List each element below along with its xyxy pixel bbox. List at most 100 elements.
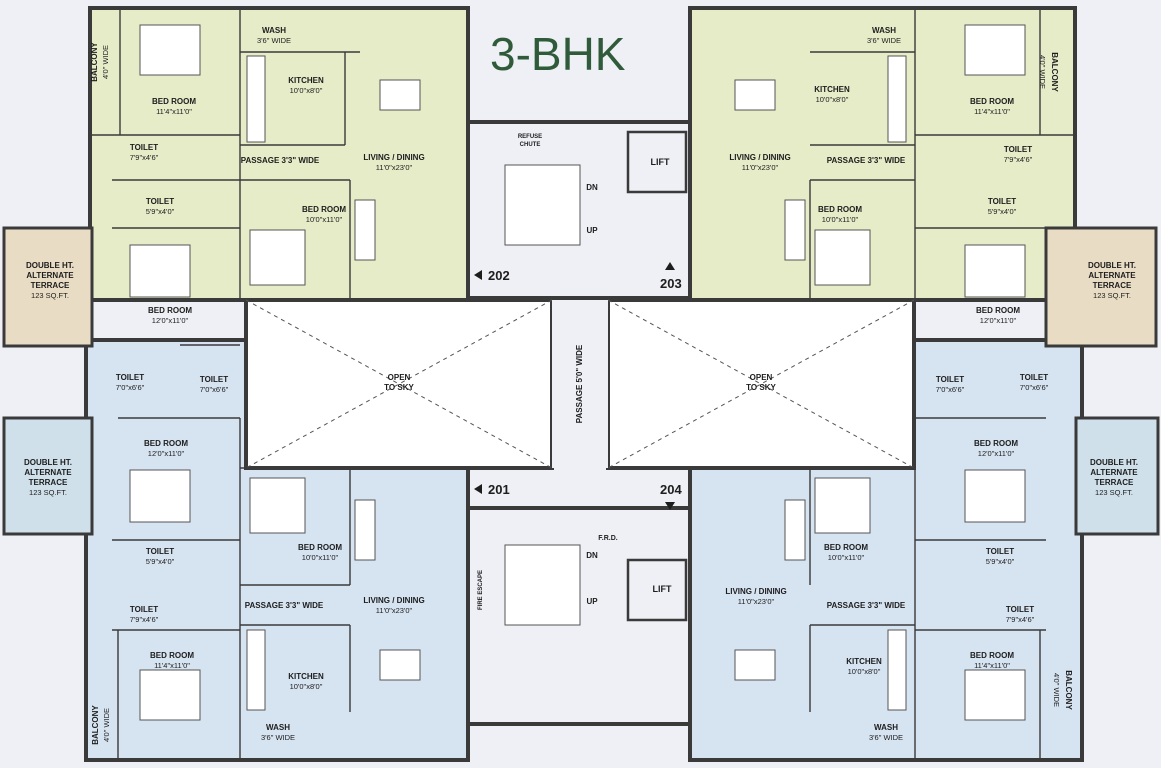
ll-terrace-1: DOUBLE HT. bbox=[24, 458, 72, 467]
fire-escape-label: FIRE ESCAPE bbox=[478, 570, 484, 610]
unit-202-label: 202 bbox=[488, 268, 510, 283]
ul-bed-1: BED ROOM bbox=[152, 97, 196, 106]
ll-bed-1: BED ROOM bbox=[144, 439, 188, 448]
ll-bed-1-dim: 12'0"x11'0" bbox=[148, 449, 185, 458]
ur-bed-3-dim: 12'0"x11'0" bbox=[980, 316, 1017, 325]
terrace-upper-right bbox=[1044, 226, 1158, 348]
ur-toilet-4-dim: 7'0"x6'6" bbox=[936, 385, 965, 394]
ul-wash-dim: 3'6" WIDE bbox=[257, 36, 291, 45]
lr-terrace-2: ALTERNATE bbox=[1090, 468, 1138, 477]
ur-bed-2: BED ROOM bbox=[818, 205, 862, 214]
ul-toilet-3: TOILET bbox=[116, 373, 144, 382]
ur-bed-1-dim: 11'4"x11'0" bbox=[974, 107, 1010, 116]
lr-kitchen-dim: 10'0"x8'0" bbox=[848, 667, 881, 676]
central-passage-label: PASSAGE 5'0" WIDE bbox=[575, 344, 584, 423]
ur-terrace-dim: 123 SQ.FT. bbox=[1093, 291, 1131, 300]
lr-kitchen: KITCHEN bbox=[846, 657, 882, 666]
walls-upper-left bbox=[90, 8, 360, 346]
open-to-sky-left-label-1: OPEN bbox=[388, 373, 411, 382]
ur-toilet-2-dim: 5'9"x4'0" bbox=[988, 207, 1017, 216]
ul-bed-2-dim: 10'0"x11'0" bbox=[306, 215, 343, 224]
ur-living: LIVING / DINING bbox=[729, 153, 790, 162]
ul-living: LIVING / DINING bbox=[363, 153, 424, 162]
plan-title: 3-BHK bbox=[490, 28, 626, 80]
stair-lower-up: UP bbox=[586, 597, 598, 606]
refuse-chute-label-2: CHUTE bbox=[520, 142, 541, 148]
terrace-upper-left bbox=[2, 226, 94, 348]
lr-toilet-2: TOILET bbox=[1006, 605, 1034, 614]
ul-toilet-1-dim: 7'9"x4'6" bbox=[130, 153, 159, 162]
ll-toilet-2-dim: 7'9"x4'6" bbox=[130, 615, 159, 624]
ur-toilet-3: TOILET bbox=[1020, 373, 1048, 382]
ur-kitchen: KITCHEN bbox=[814, 85, 850, 94]
ur-bed-1: BED ROOM bbox=[970, 97, 1014, 106]
lr-living: LIVING / DINING bbox=[725, 587, 786, 596]
ul-wash: WASH bbox=[262, 26, 286, 35]
lr-bed-2-dim: 10'0"x11'0" bbox=[828, 553, 865, 562]
ul-passage: PASSAGE 3'3" WIDE bbox=[241, 156, 320, 165]
ul-terrace-3: TERRACE bbox=[31, 281, 70, 290]
walls-lower-right bbox=[809, 417, 1046, 760]
ul-terrace-2: ALTERNATE bbox=[26, 271, 74, 280]
lr-terrace-3: TERRACE bbox=[1095, 478, 1134, 487]
terrace-lower-right bbox=[1074, 416, 1160, 536]
ur-toilet-1-dim: 7'9"x4'6" bbox=[1004, 155, 1033, 164]
ur-toilet-2: TOILET bbox=[988, 197, 1016, 206]
lr-toilet-1: TOILET bbox=[986, 547, 1014, 556]
ll-wash: WASH bbox=[266, 723, 290, 732]
lr-balcony-dim: 4'0" WIDE bbox=[1052, 673, 1061, 707]
walls-lower-left bbox=[112, 417, 351, 760]
lr-bed-1: BED ROOM bbox=[974, 439, 1018, 448]
lr-balcony: BALCONY bbox=[1064, 670, 1073, 710]
terrace-lower-left bbox=[2, 416, 94, 536]
lr-terrace-dim: 123 SQ.FT. bbox=[1095, 488, 1133, 497]
lr-bed-2: BED ROOM bbox=[824, 543, 868, 552]
ul-toilet-4: TOILET bbox=[200, 375, 228, 384]
open-to-sky-right-label-1: OPEN bbox=[750, 373, 773, 382]
ul-kitchen-dim: 10'0"x8'0" bbox=[290, 86, 323, 95]
ul-toilet-4-dim: 7'0"x6'6" bbox=[200, 385, 229, 394]
ur-wash: WASH bbox=[872, 26, 896, 35]
furniture bbox=[129, 24, 1026, 721]
ll-bed-3-dim: 11'4"x11'0" bbox=[154, 661, 190, 670]
lr-wash-dim: 3'6" WIDE bbox=[869, 733, 903, 742]
lr-bed-3: BED ROOM bbox=[970, 651, 1014, 660]
central-passage bbox=[552, 300, 608, 468]
ll-toilet-1: TOILET bbox=[146, 547, 174, 556]
ur-passage: PASSAGE 3'3" WIDE bbox=[827, 156, 906, 165]
ur-bed-3: BED ROOM bbox=[976, 306, 1020, 315]
ur-terrace-2: ALTERNATE bbox=[1088, 271, 1136, 280]
lr-wash: WASH bbox=[874, 723, 898, 732]
ur-kitchen-dim: 10'0"x8'0" bbox=[816, 95, 849, 104]
ur-toilet-1: TOILET bbox=[1004, 145, 1032, 154]
unit-203-label: 203 bbox=[660, 276, 682, 291]
ul-living-dim: 11'0"x23'0" bbox=[376, 163, 413, 172]
ll-terrace-2: ALTERNATE bbox=[24, 468, 72, 477]
ur-toilet-4: TOILET bbox=[936, 375, 964, 384]
ll-balcony-dim: 4'0" WIDE bbox=[102, 708, 111, 742]
lr-living-dim: 11'0"x23'0" bbox=[738, 597, 775, 606]
ul-toilet-2-dim: 5'9"x4'0" bbox=[146, 207, 175, 216]
ur-terrace-1: DOUBLE HT. bbox=[1088, 261, 1136, 270]
ll-kitchen: KITCHEN bbox=[288, 672, 324, 681]
ll-bed-3: BED ROOM bbox=[150, 651, 194, 660]
lr-terrace-1: DOUBLE HT. bbox=[1090, 458, 1138, 467]
ll-living: LIVING / DINING bbox=[363, 596, 424, 605]
ll-terrace-3: TERRACE bbox=[29, 478, 68, 487]
lr-passage: PASSAGE 3'3" WIDE bbox=[827, 601, 906, 610]
ur-toilet-3-dim: 7'0"x6'6" bbox=[1020, 383, 1049, 392]
ur-bed-2-dim: 10'0"x11'0" bbox=[822, 215, 859, 224]
ll-wash-dim: 3'6" WIDE bbox=[261, 733, 295, 742]
ur-balcony: BALCONY bbox=[1050, 52, 1059, 92]
ur-balcony-dim: 4'0" WIDE bbox=[1038, 55, 1047, 89]
ul-bed-1-dim: 11'4"x11'0" bbox=[156, 107, 192, 116]
ll-balcony: BALCONY bbox=[91, 705, 100, 745]
ll-toilet-1-dim: 5'9"x4'0" bbox=[146, 557, 175, 566]
ur-wash-dim: 3'6" WIDE bbox=[867, 36, 901, 45]
stair-upper-up: UP bbox=[586, 226, 598, 235]
ll-terrace-dim: 123 SQ.FT. bbox=[29, 488, 67, 497]
ll-bed-2: BED ROOM bbox=[298, 543, 342, 552]
ul-kitchen: KITCHEN bbox=[288, 76, 324, 85]
ul-terrace-1: DOUBLE HT. bbox=[26, 261, 74, 270]
ur-terrace-3: TERRACE bbox=[1093, 281, 1132, 290]
